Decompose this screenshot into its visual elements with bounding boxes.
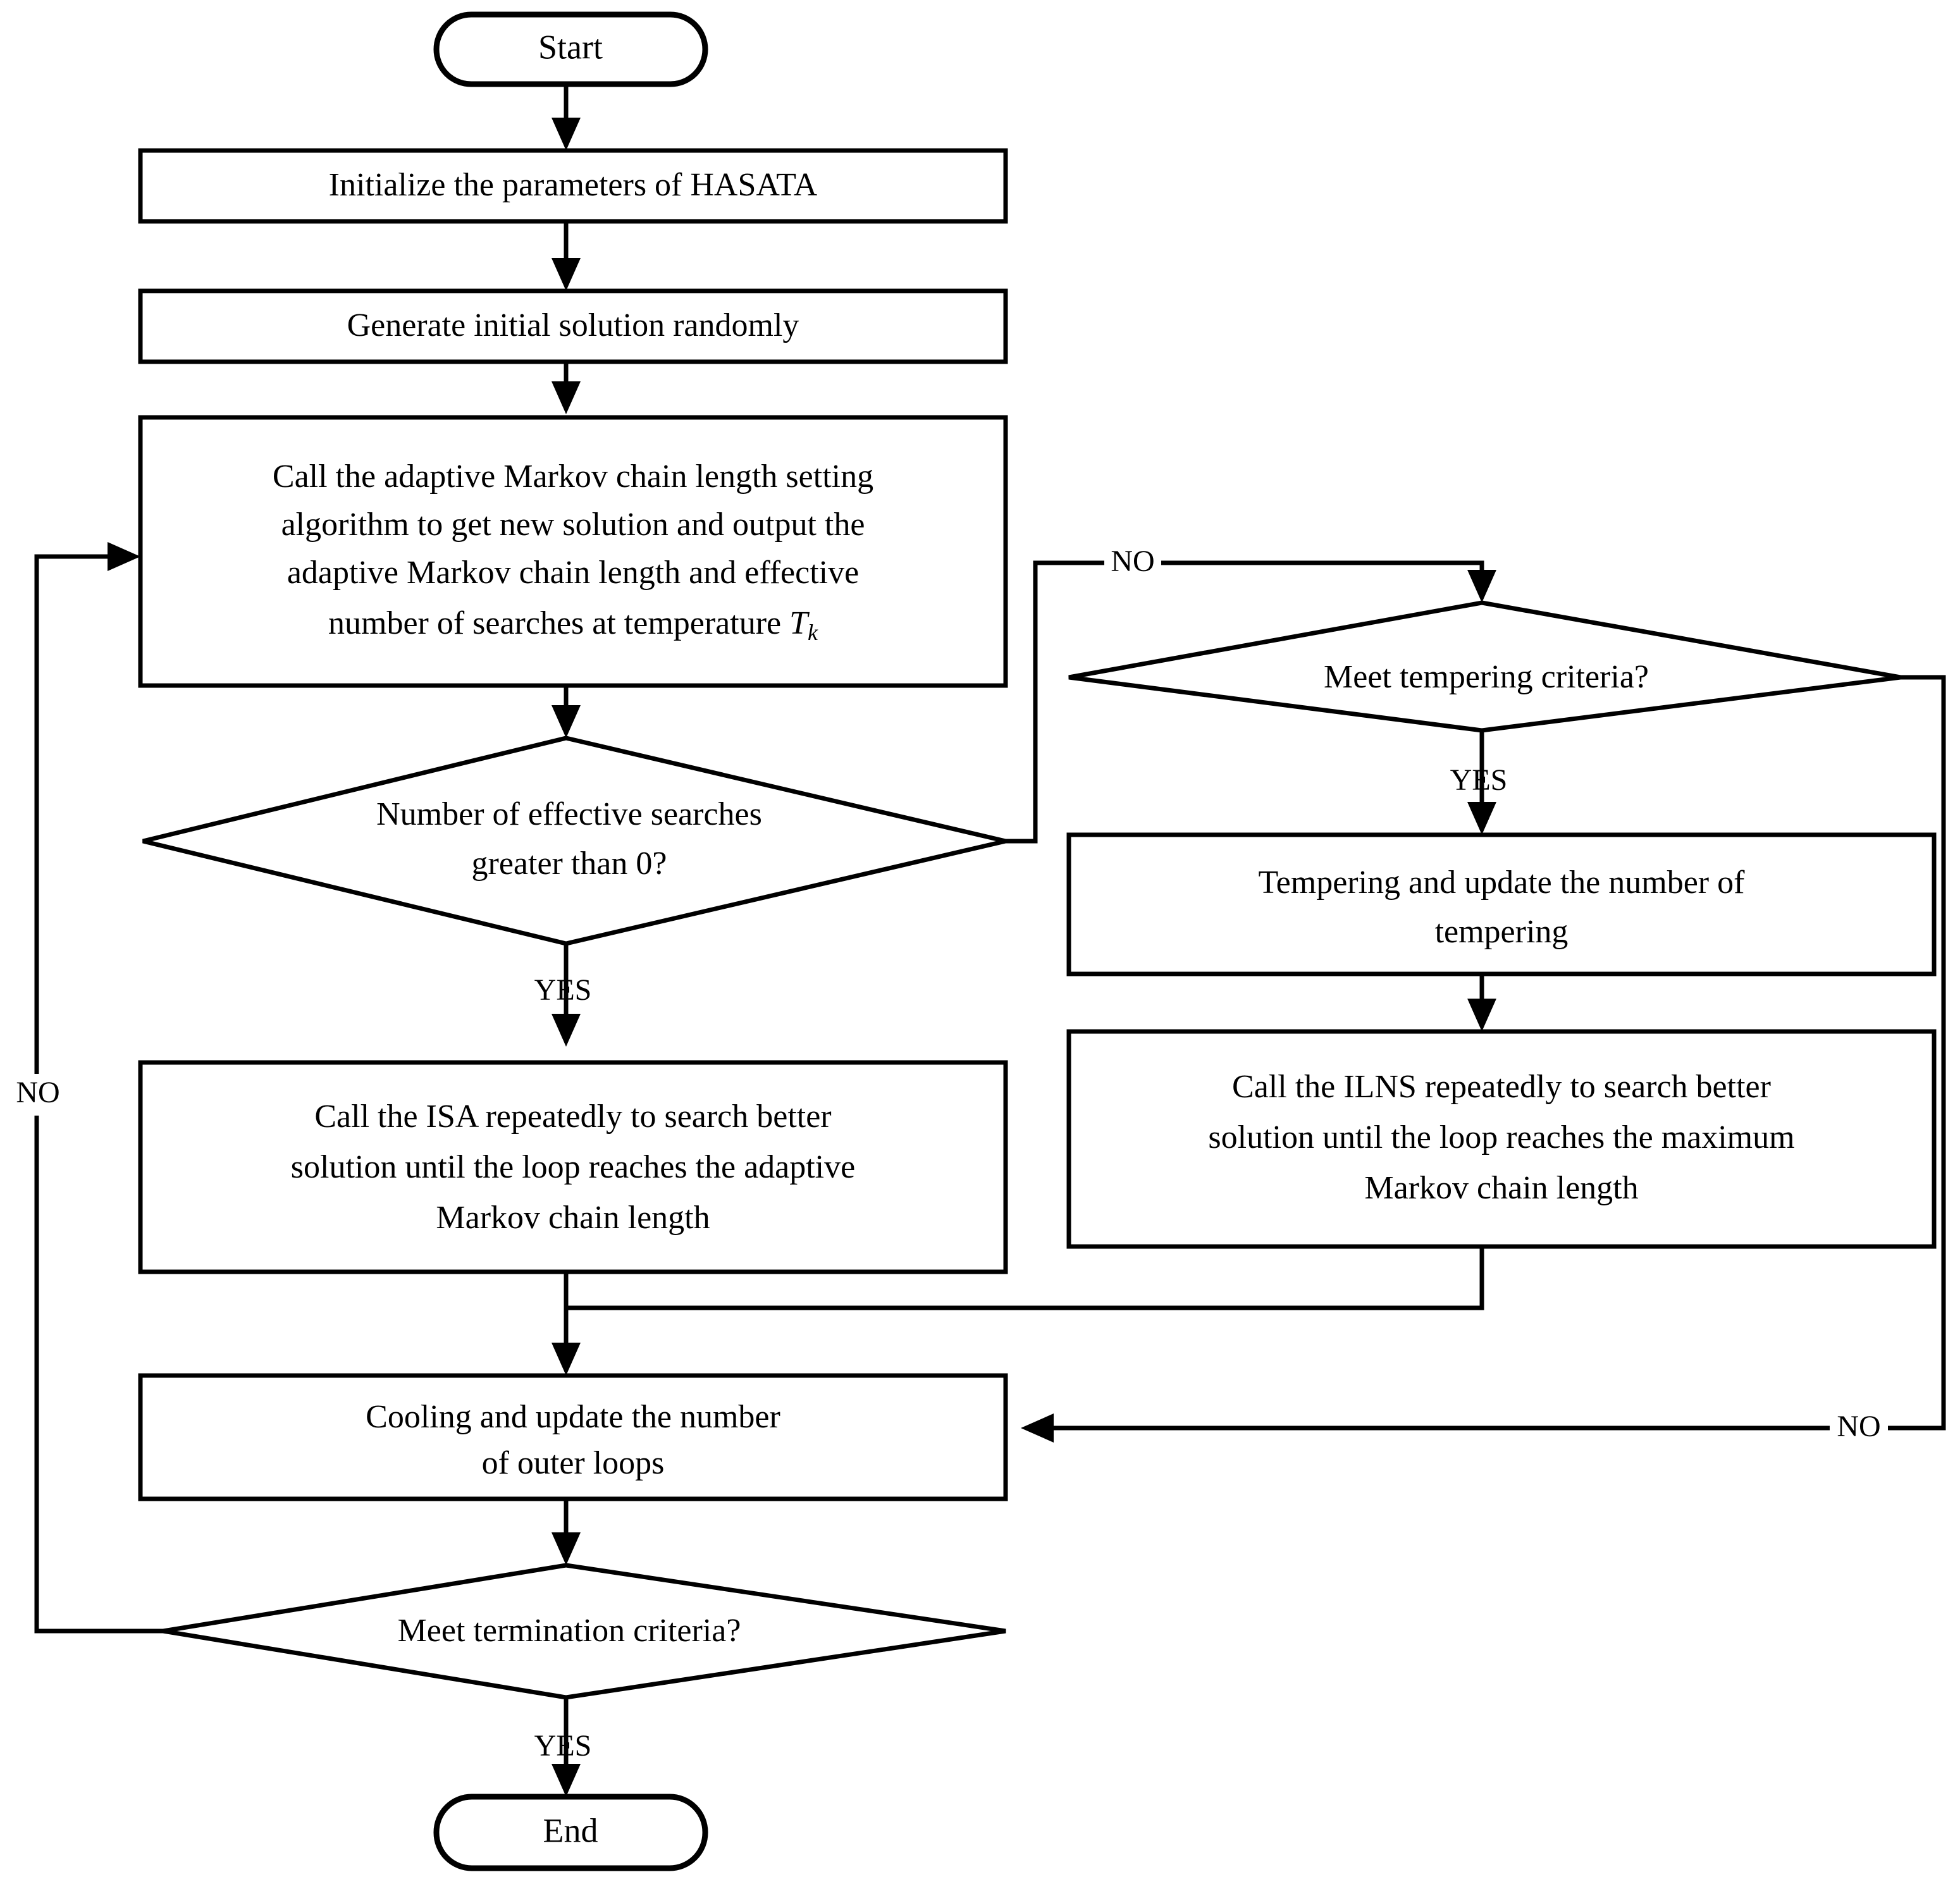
node-decision-termination-criteria[interactable]: Meet termination criteria? xyxy=(163,1563,1006,1700)
edge-label-searches-no-text: NO xyxy=(1111,545,1154,578)
node-markov-line4-text: number of searches at temperature xyxy=(328,605,789,641)
edge-label-temper-yes-text: YES xyxy=(1450,763,1508,797)
node-cooling-line1: Cooling and update the number xyxy=(366,1399,780,1435)
node-decision-effective-searches[interactable]: Number of effective searches greater tha… xyxy=(142,736,1006,946)
node-tempering-line2: tempering xyxy=(1435,914,1569,950)
node-tempering-update[interactable]: Tempering and update the number of tempe… xyxy=(1066,832,1937,976)
node-isa-line2: solution until the loop reaches the adap… xyxy=(291,1149,855,1185)
edge-temper-yes-to-tempering xyxy=(1467,730,1496,835)
edge-start-to-init xyxy=(552,84,581,151)
node-cooling-update[interactable]: Cooling and update the number of outer l… xyxy=(138,1373,1008,1501)
edge-label-searches-yes: YES xyxy=(534,973,592,1007)
node-markov-line4-subscript: k xyxy=(808,620,818,645)
edge-tempering-to-ilns xyxy=(1467,974,1496,1031)
edge-searches-yes-to-isa xyxy=(552,944,581,1047)
node-initialize-parameters[interactable]: Initialize the parameters of HASATA xyxy=(138,148,1008,224)
edge-init-to-generate xyxy=(552,221,581,291)
node-markov-line4: number of searches at temperature Tk xyxy=(328,605,818,645)
node-end-label: End xyxy=(543,1811,598,1849)
node-searches-line2: greater than 0? xyxy=(472,846,667,882)
edge-cooling-to-termination xyxy=(552,1499,581,1565)
node-start[interactable]: Start xyxy=(433,11,708,87)
edge-label-termination-yes-text: YES xyxy=(534,1729,592,1763)
node-temper-label: Meet tempering criteria? xyxy=(1324,659,1649,695)
node-ilns-line3: Markov chain length xyxy=(1364,1170,1638,1206)
node-tempering-line1: Tempering and update the number of xyxy=(1259,865,1746,901)
edge-label-temper-no-text: NO xyxy=(1837,1410,1880,1443)
node-searches-line1: Number of effective searches xyxy=(376,796,762,832)
node-ilns-line2: solution until the loop reaches the maxi… xyxy=(1208,1119,1794,1155)
node-generate-initial-solution[interactable]: Generate initial solution randomly xyxy=(138,288,1008,364)
edge-ilns-to-cooling-trunk xyxy=(566,1247,1484,1310)
node-call-ilns[interactable]: Call the ILNS repeatedly to search bette… xyxy=(1066,1029,1937,1249)
node-markov-line2: algorithm to get new solution and output… xyxy=(281,507,865,543)
node-ilns-line1: Call the ILNS repeatedly to search bette… xyxy=(1232,1069,1771,1105)
edge-label-temper-no: NO xyxy=(1830,1408,1888,1450)
node-decision-tempering-criteria[interactable]: Meet tempering criteria? xyxy=(1068,600,1901,733)
node-termination-label: Meet termination criteria? xyxy=(398,1613,741,1649)
node-isa-line1: Call the ISA repeatedly to search better xyxy=(314,1099,831,1135)
edge-label-searches-yes-text: YES xyxy=(534,973,592,1007)
node-end[interactable]: End xyxy=(433,1794,708,1871)
edge-generate-to-markov xyxy=(552,362,581,414)
node-markov-chain-setting[interactable]: Call the adaptive Markov chain length se… xyxy=(138,415,1008,688)
edge-temper-no-to-cooling xyxy=(1021,675,1946,1443)
node-cooling-line2: of outer loops xyxy=(482,1445,665,1481)
edge-label-termination-no-text: NO xyxy=(16,1076,59,1109)
node-generate-label: Generate initial solution randomly xyxy=(347,307,799,343)
edge-label-temper-yes: YES xyxy=(1450,763,1508,797)
edge-markov-to-searches xyxy=(552,686,581,738)
node-call-isa[interactable]: Call the ISA repeatedly to search better… xyxy=(138,1060,1008,1274)
node-initialize-label: Initialize the parameters of HASATA xyxy=(329,167,818,203)
edge-label-searches-no: NO xyxy=(1104,543,1161,584)
node-start-label: Start xyxy=(538,28,603,66)
node-markov-line3: adaptive Markov chain length and effecti… xyxy=(287,555,859,591)
node-isa-line3: Markov chain length xyxy=(436,1200,710,1236)
node-markov-line4-symbol: T xyxy=(789,605,810,641)
edge-searches-no-to-temper xyxy=(1006,560,1496,844)
node-markov-line1: Call the adaptive Markov chain length se… xyxy=(273,459,873,495)
edge-isa-to-cooling xyxy=(552,1272,581,1376)
edge-label-termination-no: NO xyxy=(9,1074,67,1116)
edge-label-termination-yes: YES xyxy=(534,1729,592,1763)
edge-termination-yes-to-end xyxy=(552,1697,581,1797)
